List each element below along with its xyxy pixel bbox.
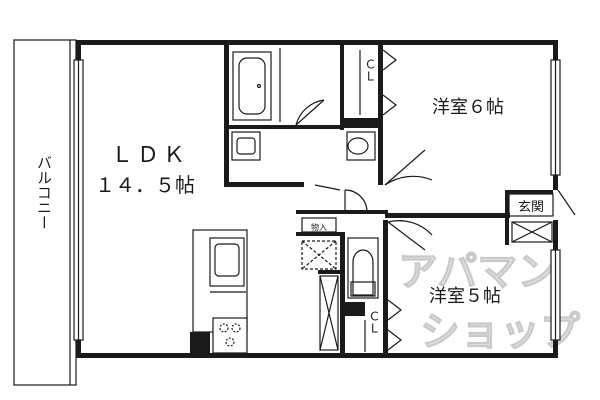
- closet-2: ＣＬ: [364, 299, 402, 352]
- storage-label: 物入: [311, 222, 327, 232]
- entrance: 玄関: [508, 189, 576, 243]
- toilet-2: [347, 237, 379, 299]
- bathtub: [232, 51, 272, 121]
- bedroom-1-door: [384, 149, 433, 186]
- closet-2-label: ＣＬ: [367, 310, 381, 334]
- closet-1: ＣＬ: [359, 49, 397, 116]
- toilet: [346, 131, 376, 161]
- bedroom-1-label: 洋室６帖: [432, 97, 504, 118]
- bedroom-2-label: 洋室５帖: [429, 286, 501, 307]
- ldk-window: [73, 59, 84, 341]
- washing-machine-space: [301, 240, 337, 270]
- watermark-line-1: アパマン: [398, 249, 557, 295]
- bedroom-2-window: [550, 249, 561, 341]
- bathroom-door: [295, 99, 325, 126]
- closet-1-label: ＣＬ: [363, 58, 377, 82]
- ldk-size-label: １４．５帖: [95, 173, 195, 197]
- storage: 物入: [301, 217, 337, 233]
- balcony-label: バルコニー: [35, 155, 53, 230]
- bedroom-1-window: [550, 59, 561, 176]
- bedroom-2-door: [387, 220, 433, 251]
- washbasin: [231, 131, 261, 161]
- ldk-name-label: ＬＤＫ: [111, 143, 189, 168]
- kitchen-counter: [192, 229, 248, 333]
- hall-door: [314, 184, 368, 213]
- interior-walls: [190, 45, 553, 355]
- entrance-label: 玄関: [518, 200, 544, 215]
- shoe-cabinet: [319, 275, 339, 351]
- stove: [212, 317, 248, 354]
